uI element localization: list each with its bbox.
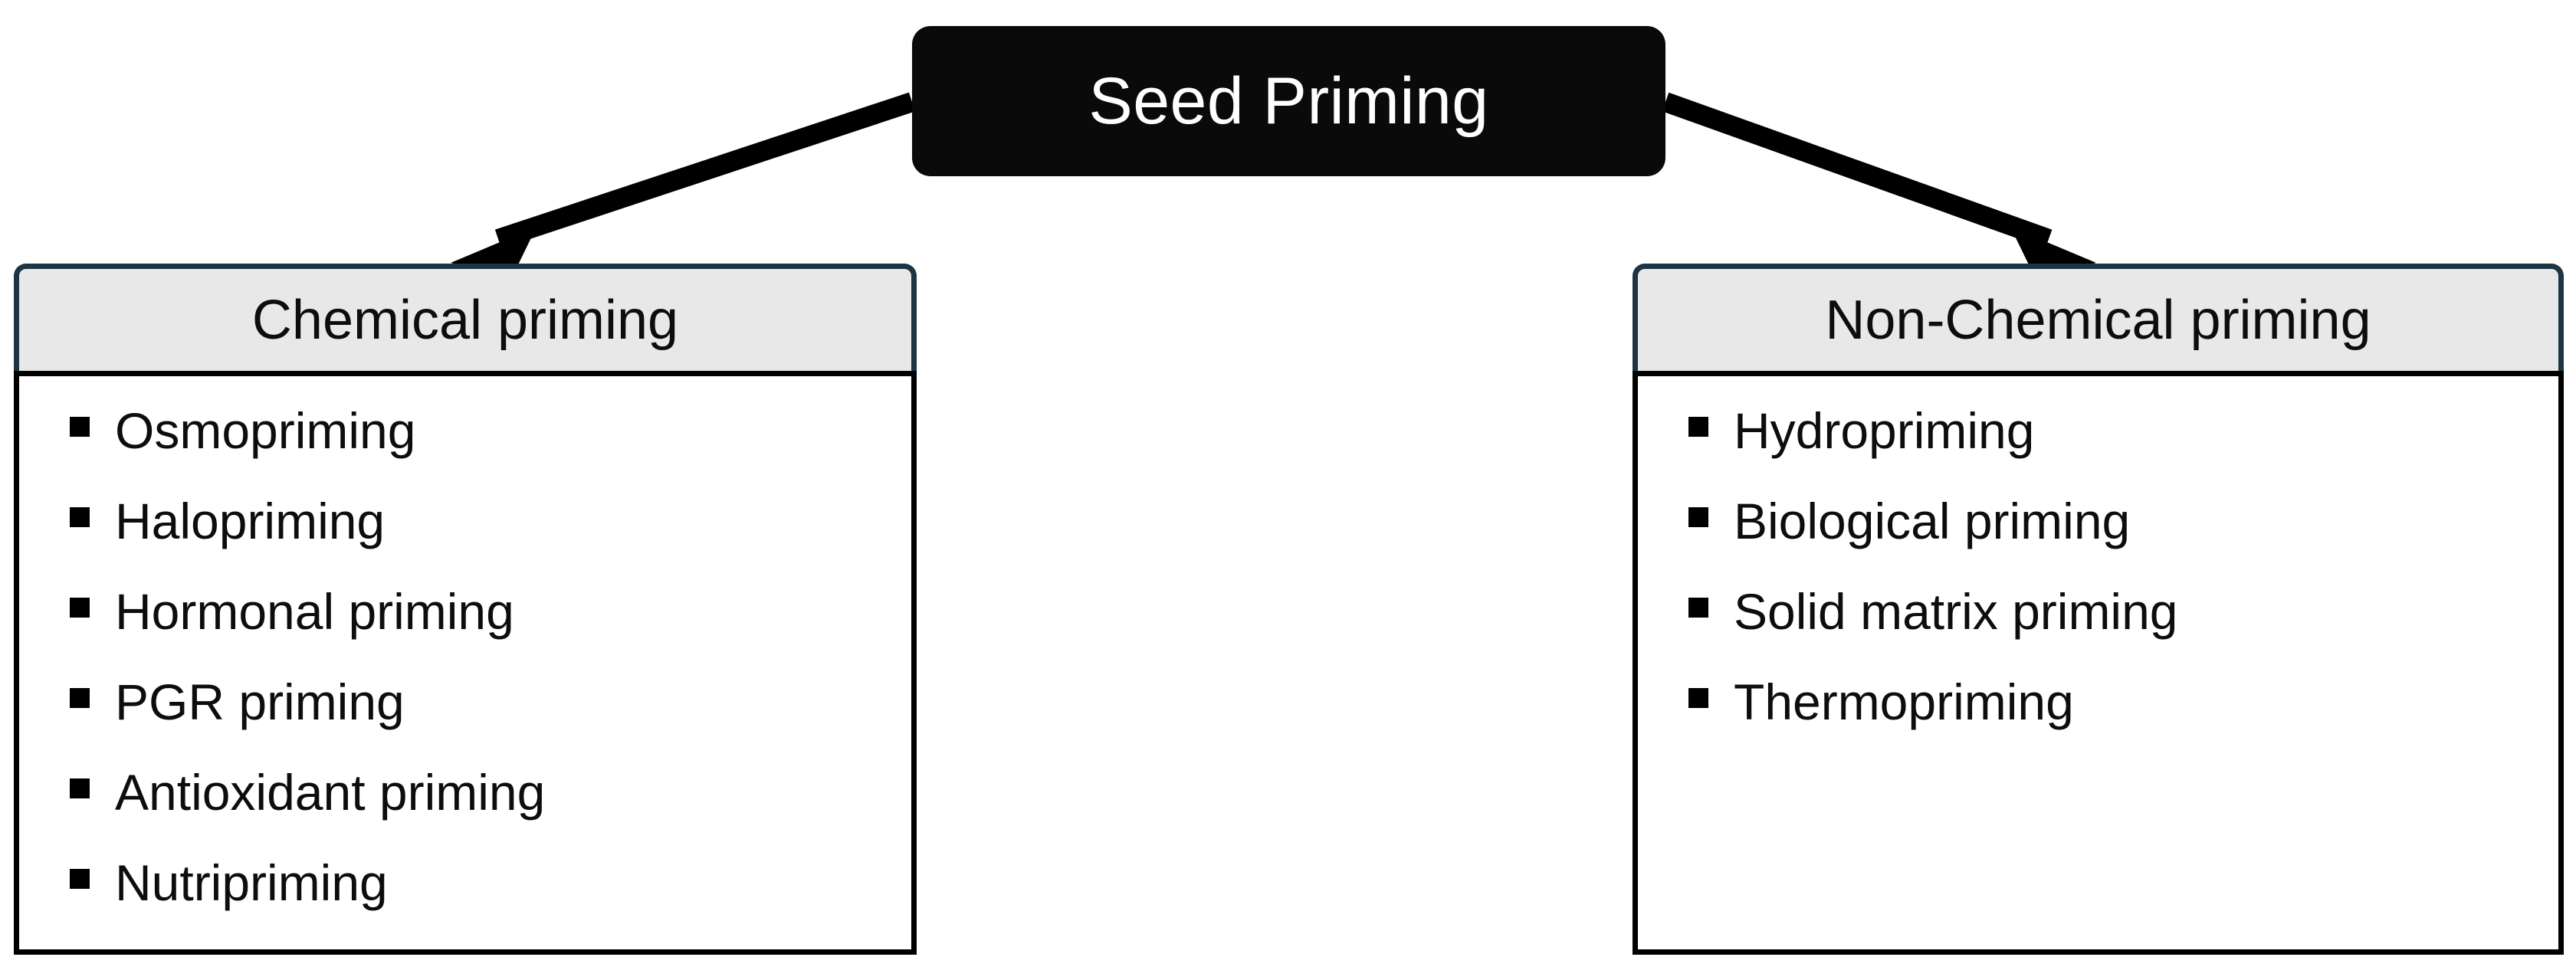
list-item[interactable]: Osmopriming <box>19 405 911 496</box>
list-item-label: Thermopriming <box>1734 674 2074 730</box>
square-bullet-icon <box>1688 507 1708 527</box>
list-item[interactable]: Thermopriming <box>1638 677 2558 767</box>
list-item[interactable]: PGR priming <box>19 677 911 767</box>
list-item[interactable]: Hydropriming <box>1638 405 2558 496</box>
category-header-label-chemical: Chemical priming <box>251 289 679 351</box>
list-item-label: Solid matrix priming <box>1734 583 2178 640</box>
square-bullet-icon <box>70 869 90 889</box>
list-item-label: Antioxidant priming <box>115 764 546 821</box>
item-list-chemical: Osmopriming Halopriming Hormonal priming… <box>19 405 911 948</box>
list-item-label: Nutripriming <box>115 854 388 911</box>
list-item-label: PGR priming <box>115 674 405 730</box>
root-node-seed-priming[interactable]: Seed Priming <box>912 26 1665 176</box>
square-bullet-icon <box>70 507 90 527</box>
list-item[interactable]: Biological priming <box>1638 496 2558 586</box>
list-item[interactable]: Solid matrix priming <box>1638 586 2558 677</box>
square-bullet-icon <box>1688 598 1708 618</box>
square-bullet-icon <box>70 688 90 708</box>
arrow-root-to-chemical <box>451 92 916 279</box>
category-header-non-chemical: Non-Chemical priming <box>1633 264 2564 371</box>
square-bullet-icon <box>70 778 90 798</box>
root-node-label: Seed Priming <box>1088 64 1489 138</box>
category-header-chemical: Chemical priming <box>14 264 917 371</box>
square-bullet-icon <box>1688 688 1708 708</box>
list-item[interactable]: Hormonal priming <box>19 586 911 677</box>
square-bullet-icon <box>70 417 90 437</box>
category-header-label-non-chemical: Non-Chemical priming <box>1825 289 2371 351</box>
list-item[interactable]: Antioxidant priming <box>19 767 911 857</box>
category-body-non-chemical: Hydropriming Biological priming Solid ma… <box>1633 371 2564 955</box>
category-box-non-chemical: Non-Chemical priming Hydropriming Biolog… <box>1633 264 2564 955</box>
arrow-root-to-non-chemical <box>1662 92 2096 279</box>
list-item[interactable]: Nutripriming <box>19 857 911 948</box>
list-item-label: Halopriming <box>115 493 386 549</box>
category-box-chemical: Chemical priming Osmopriming Halopriming… <box>14 264 917 955</box>
square-bullet-icon <box>1688 417 1708 437</box>
square-bullet-icon <box>70 598 90 618</box>
item-list-non-chemical: Hydropriming Biological priming Solid ma… <box>1638 405 2558 767</box>
list-item-label: Hydropriming <box>1734 402 2035 459</box>
list-item[interactable]: Halopriming <box>19 496 911 586</box>
list-item-label: Hormonal priming <box>115 583 514 640</box>
category-body-chemical: Osmopriming Halopriming Hormonal priming… <box>14 371 917 955</box>
list-item-label: Osmopriming <box>115 402 416 459</box>
list-item-label: Biological priming <box>1734 493 2131 549</box>
